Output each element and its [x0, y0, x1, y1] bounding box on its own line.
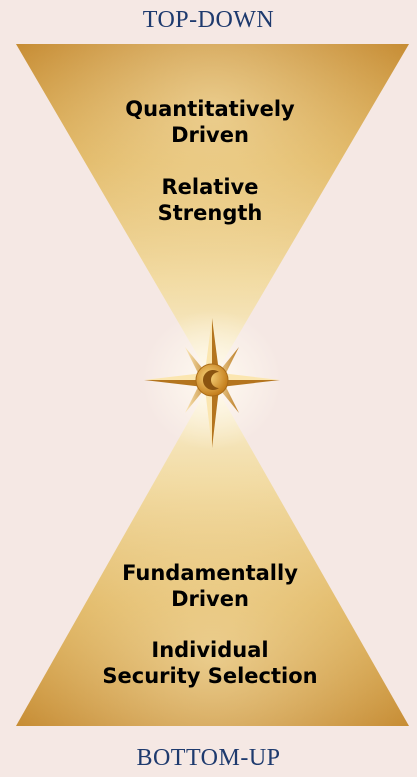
quantitatively-driven-label: Quantitatively Driven [60, 96, 360, 148]
individual-security-selection-label: Individual Security Selection [40, 637, 380, 689]
relative-strength-label: Relative Strength [60, 174, 360, 226]
fundamentally-driven-label: Fundamentally Driven [60, 560, 360, 612]
bottom-up-caption: BOTTOM-UP [0, 745, 417, 772]
